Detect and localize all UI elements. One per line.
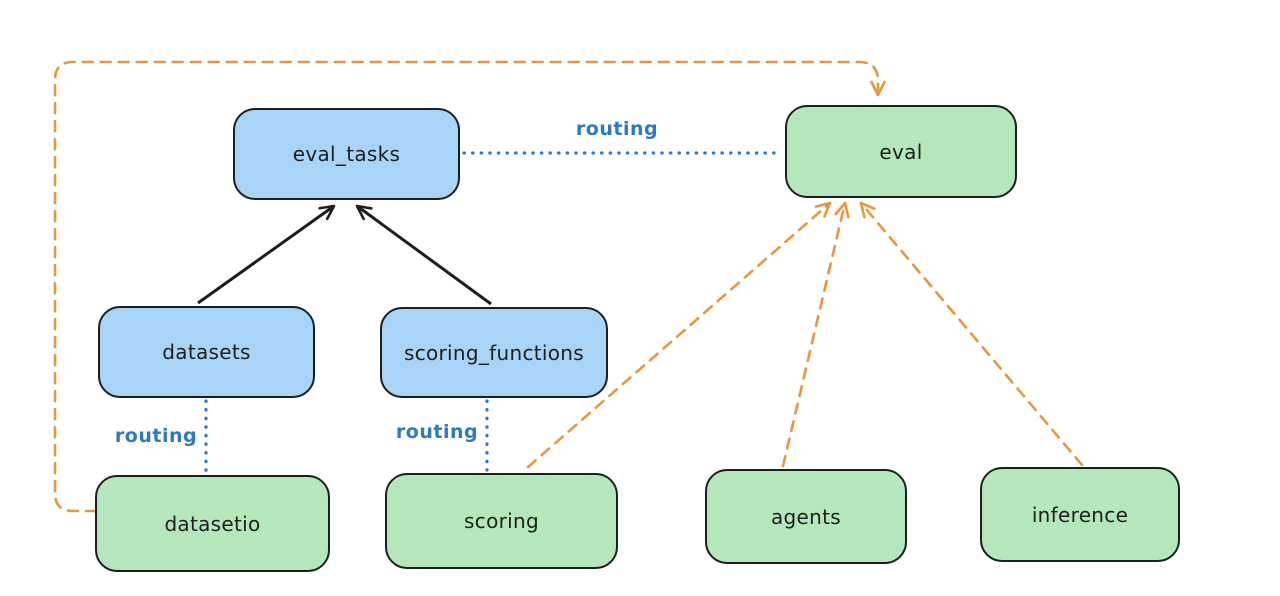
edge-scoring-to-eval (526, 201, 832, 469)
edge-datasetio-to-eval (53, 60, 886, 513)
node-datasets: datasets (98, 306, 315, 398)
node-eval-label: eval (879, 139, 923, 164)
node-datasets-label: datasets (162, 340, 251, 364)
node-inference: inference (980, 467, 1180, 562)
routing-label-datasets-datasetio: routing (114, 425, 198, 447)
node-eval: eval (785, 105, 1017, 198)
node-eval-tasks-label: eval_tasks (292, 142, 401, 166)
edge-agents-to-eval (781, 201, 850, 468)
edge-scoring-functions-to-eval-tasks (355, 204, 492, 306)
node-agents-label: agents (771, 504, 841, 529)
node-eval-tasks: eval_tasks (233, 108, 460, 200)
edge-datasets-to-eval-tasks (197, 204, 336, 305)
routing-label-eval-tasks-eval: routing (575, 118, 659, 140)
node-scoring-functions-label: scoring_functions (403, 340, 585, 365)
node-datasetio: datasetio (95, 475, 330, 572)
node-scoring-label: scoring (464, 509, 539, 533)
node-agents: agents (705, 469, 907, 564)
edge-inference-to-eval (859, 201, 1084, 467)
routing-label-scoring-functions-scoring: routing (395, 421, 479, 443)
node-datasetio-label: datasetio (164, 511, 261, 536)
node-scoring-functions: scoring_functions (380, 307, 608, 398)
node-inference-label: inference (1031, 502, 1129, 527)
node-scoring: scoring (385, 473, 618, 569)
